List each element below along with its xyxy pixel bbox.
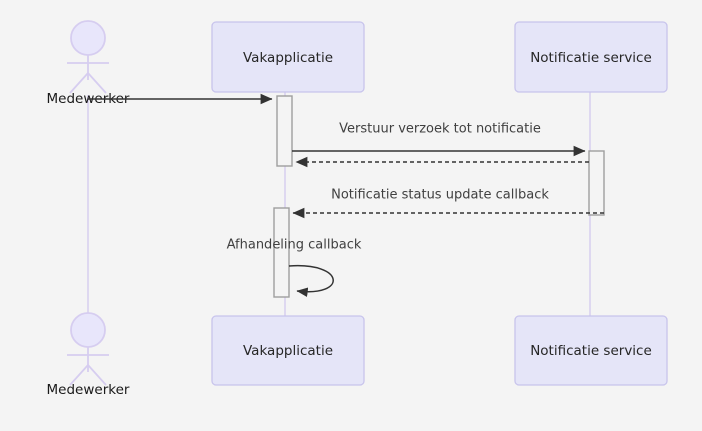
actor-leg-left-icon <box>69 364 89 386</box>
participant-label-notificatie-service-top: Notificatie service <box>530 50 652 66</box>
participant-label-vakapplicatie-top: Vakapplicatie <box>243 50 333 66</box>
message-label-verstuur-verzoek: Verstuur verzoek tot notificatie <box>339 122 541 137</box>
participant-vakapplicatie-top[interactable]: Vakapplicatie <box>211 21 365 93</box>
participant-box-vakapplicatie-bottom[interactable] <box>211 315 365 386</box>
participant-box-vakapplicatie-top[interactable] <box>211 21 365 93</box>
participant-box-notificatie-service-bottom[interactable] <box>514 315 668 386</box>
activation-notificatie-service-1 <box>588 150 605 216</box>
message-2-vakapplicatie-to-notificatie-service: Verstuur verzoek tot notificatie <box>292 122 586 157</box>
message-5-vakapplicatie-self-loop: Afhandeling callback <box>227 238 362 297</box>
message-arrow-5-self-loop <box>288 265 334 297</box>
participant-label-notificatie-service-bottom: Notificatie service <box>530 343 652 359</box>
actor-label-medewerker-bottom: Medewerker <box>47 382 130 398</box>
activation-vakapplicatie-1 <box>276 95 293 167</box>
actor-leg-right-icon <box>87 364 107 386</box>
actor-head-icon <box>70 312 106 348</box>
actor-medewerker-top[interactable]: Medewerker <box>47 20 130 107</box>
participant-label-vakapplicatie-bottom: Vakapplicatie <box>243 343 333 359</box>
participant-notificatie-service-bottom[interactable]: Notificatie service <box>514 315 668 386</box>
actor-leg-left-icon <box>69 72 89 94</box>
actor-head-icon <box>70 20 106 56</box>
participant-vakapplicatie-bottom[interactable]: Vakapplicatie <box>211 315 365 386</box>
activation-bars <box>273 95 605 298</box>
activation-vakapplicatie-2 <box>273 207 290 298</box>
participant-box-notificatie-service-top[interactable] <box>514 21 668 93</box>
message-label-afhandeling-callback: Afhandeling callback <box>227 238 362 253</box>
actor-medewerker-bottom[interactable]: Medewerker <box>47 312 130 398</box>
message-label-status-update-callback: Notificatie status update callback <box>331 188 549 203</box>
actor-leg-right-icon <box>87 72 107 94</box>
participant-notificatie-service-top[interactable]: Notificatie service <box>514 21 668 93</box>
message-4-notificatie-service-to-vakapplicatie: Notificatie status update callback <box>292 188 604 219</box>
